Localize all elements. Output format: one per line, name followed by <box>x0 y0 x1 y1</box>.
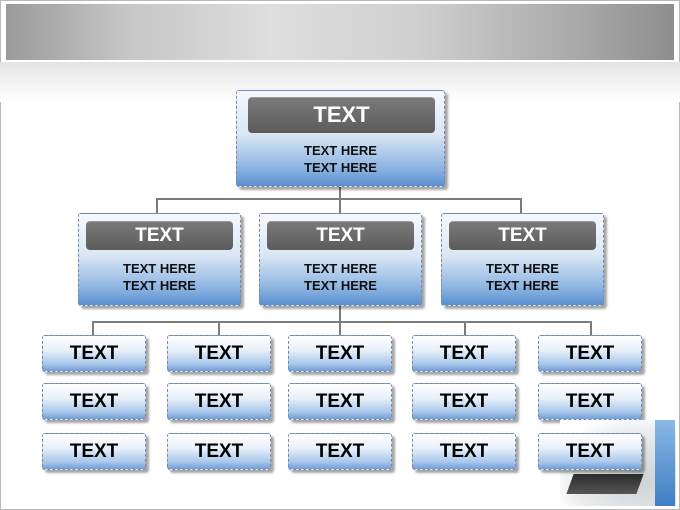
middle-node-3-line-2: TEXT HERE <box>486 278 559 293</box>
connector-col-drop-3 <box>339 321 341 335</box>
middle-node-2-line-2: TEXT HERE <box>304 278 377 293</box>
grid-cell-r3-c2: TEXT <box>167 433 271 470</box>
middle-node-2: TEXT TEXT HERE TEXT HERE <box>259 213 422 306</box>
middle-node-1-title: TEXT <box>86 221 233 250</box>
grid-cell-r2-c5: TEXT <box>538 383 642 420</box>
middle-node-2-title: TEXT <box>267 221 414 250</box>
grid-cell-r2-c3: TEXT <box>288 383 392 420</box>
grid-cell-r3-c4: TEXT <box>412 433 516 470</box>
laptop-image <box>566 474 644 494</box>
top-node-line-2: TEXT HERE <box>304 160 377 175</box>
middle-node-1-line-2: TEXT HERE <box>123 278 196 293</box>
middle-node-3-line-1: TEXT HERE <box>486 261 559 276</box>
connector-mid-stem <box>339 306 341 322</box>
grid-cell-r3-c3: TEXT <box>288 433 392 470</box>
middle-node-1-line-1: TEXT HERE <box>123 261 196 276</box>
grid-cell-r2-c2: TEXT <box>167 383 271 420</box>
connector-col-drop-1 <box>92 321 94 335</box>
header-bar <box>6 4 674 60</box>
grid-cell-r1-c1: TEXT <box>42 335 146 372</box>
connector-drop-left <box>156 198 158 213</box>
grid-cell-r3-c1: TEXT <box>42 433 146 470</box>
connector-drop-center <box>339 198 341 213</box>
connector-bottom-horizontal <box>92 321 592 323</box>
top-node: TEXT TEXT HERE TEXT HERE <box>236 90 445 187</box>
connector-col-drop-2 <box>218 321 220 335</box>
connector-drop-right <box>520 198 522 213</box>
connector-top-stem <box>339 187 341 199</box>
grid-cell-r1-c5: TEXT <box>538 335 642 372</box>
connector-col-drop-4 <box>464 321 466 335</box>
grid-cell-r1-c2: TEXT <box>167 335 271 372</box>
middle-node-2-line-1: TEXT HERE <box>304 261 377 276</box>
middle-node-1: TEXT TEXT HERE TEXT HERE <box>78 213 241 306</box>
top-node-title: TEXT <box>248 97 435 133</box>
middle-node-3-title: TEXT <box>449 221 596 250</box>
grid-cell-r1-c4: TEXT <box>412 335 516 372</box>
grid-cell-r1-c3: TEXT <box>288 335 392 372</box>
grid-cell-r2-c1: TEXT <box>42 383 146 420</box>
connector-col-drop-5 <box>590 321 592 335</box>
top-node-line-1: TEXT HERE <box>304 143 377 158</box>
decorative-photo-accent <box>655 420 675 506</box>
grid-cell-r3-c5: TEXT <box>538 433 642 470</box>
middle-node-3: TEXT TEXT HERE TEXT HERE <box>441 213 604 306</box>
grid-cell-r2-c4: TEXT <box>412 383 516 420</box>
